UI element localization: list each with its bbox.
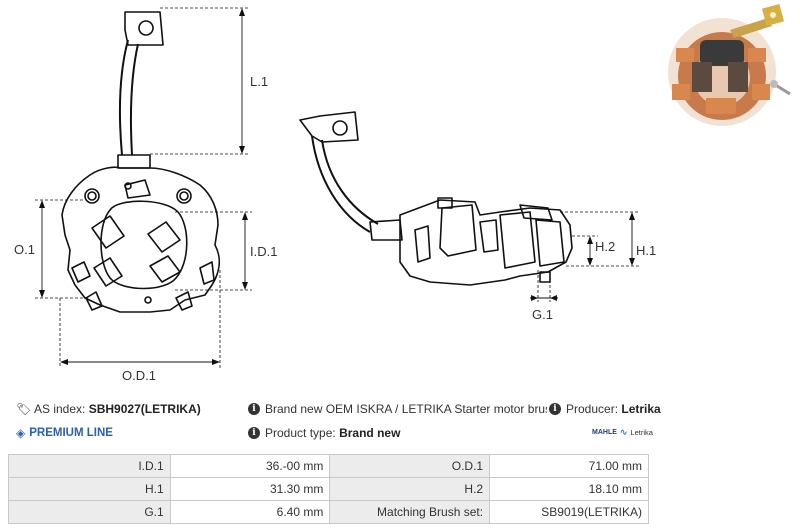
as-index-label: AS index:	[34, 402, 86, 416]
dim-label-o1: O.1	[14, 242, 35, 257]
product-photo	[668, 3, 791, 126]
front-view	[61, 11, 221, 313]
spec-value: 18.10 mm	[489, 477, 649, 501]
dim-label-g1: G.1	[532, 307, 553, 322]
spec-value: 71.00 mm	[489, 454, 649, 478]
spec-label: G.1	[8, 500, 171, 524]
table-row: G.1 6.40 mm Matching Brush set: SB9019(L…	[8, 500, 649, 524]
spec-label: H.2	[329, 477, 491, 501]
brush-box-4	[149, 255, 181, 283]
mahle-letrika-logo: MAHLE ∿ Letrika	[592, 427, 653, 438]
premium-line: ◈ PREMIUM LINE	[16, 426, 113, 440]
side-body	[399, 199, 573, 286]
spec-label: Matching Brush set:	[329, 500, 491, 524]
matching-brush-set-link[interactable]: SB9019(LETRIKA)	[489, 500, 649, 524]
description-line: i Brand new OEM ISKRA / LETRIKA Starter …	[248, 402, 590, 416]
spec-value: 6.40 mm	[169, 500, 331, 524]
info-icon: i	[248, 427, 260, 439]
producer-line: i Producer: Letrika	[547, 402, 661, 416]
technical-drawing: L.1 O.1 I.D.1 O.D.1 H.1 H.2 G.1	[14, 3, 791, 383]
side-view	[299, 111, 573, 286]
logo-letrika-text: Letrika	[630, 428, 653, 437]
dim-label-id1: I.D.1	[250, 244, 277, 259]
spec-label: I.D.1	[8, 454, 171, 478]
product-description: Brand new OEM ISKRA / LETRIKA Starter mo…	[265, 402, 591, 416]
brush-box-3	[93, 257, 123, 287]
terminal-tab	[124, 11, 164, 46]
spec-table: I.D.1 36.-00 mm O.D.1 71.00 mm H.1 31.30…	[8, 454, 649, 524]
tag-icon: 🏷	[16, 402, 32, 416]
dim-label-l1: L.1	[250, 74, 268, 89]
as-index-value[interactable]: SBH9027(LETRIKA)	[88, 402, 201, 416]
as-index-line: 🏷 AS index: SBH9027(LETRIKA)	[16, 402, 201, 416]
dim-label-od1: O.D.1	[122, 368, 156, 383]
dim-label-h1: H.1	[636, 243, 656, 258]
table-row: H.1 31.30 mm H.2 18.10 mm	[8, 477, 649, 501]
spec-label: O.D.1	[329, 454, 491, 478]
logo-mahle-text: MAHLE	[592, 429, 617, 436]
side-terminal-tab	[299, 111, 359, 143]
product-type-line: i Product type: Brand new	[248, 426, 400, 440]
cable	[119, 39, 139, 156]
producer-value: Letrika	[621, 402, 661, 416]
producer-label: Producer:	[566, 402, 619, 416]
product-type-label: Product type:	[265, 426, 336, 440]
table-row: I.D.1 36.-00 mm O.D.1 71.00 mm	[8, 454, 649, 478]
dim-label-h2: H.2	[595, 239, 615, 254]
spec-value: 36.-00 mm	[169, 454, 331, 478]
letrika-mark-icon: ∿	[619, 427, 628, 437]
spec-value: 31.30 mm	[169, 477, 331, 501]
brush-box-1	[91, 215, 125, 249]
info-icon: i	[549, 403, 561, 415]
brush-box-2	[147, 221, 181, 253]
spec-label: H.1	[8, 477, 171, 501]
diamond-icon: ◈	[16, 426, 26, 440]
premium-line-label: PREMIUM LINE	[29, 427, 113, 439]
info-icon: i	[248, 403, 260, 415]
holder-plate	[61, 166, 221, 313]
product-type-value: Brand new	[339, 426, 401, 440]
